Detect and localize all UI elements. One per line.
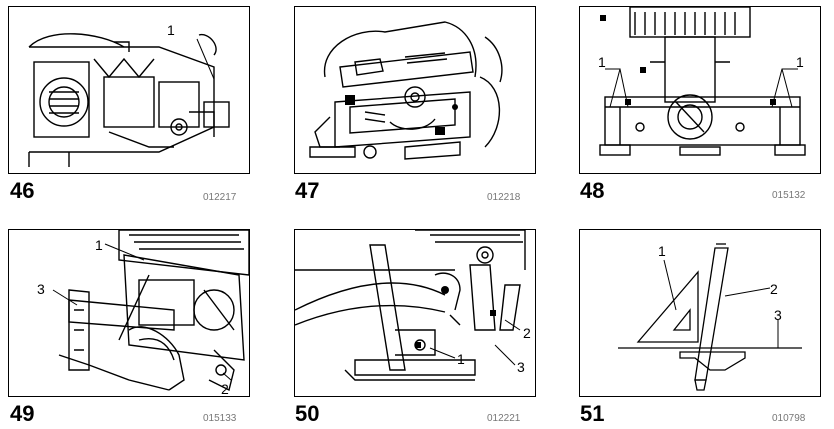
figure-48-callout-1a: 1 xyxy=(598,54,606,70)
figure-51-illustration xyxy=(618,243,802,391)
figure-47-illustration xyxy=(309,21,503,160)
figure-48-code: 015132 xyxy=(772,190,806,201)
figure-50-code: 012221 xyxy=(487,413,521,424)
figure-50-number: 50 xyxy=(295,401,320,426)
figure-50-callout-2: 2 xyxy=(523,325,531,341)
figure-49-illustration xyxy=(52,230,249,392)
figure-46-number: 46 xyxy=(10,178,35,203)
figure-50-panel: 2 1 3 xyxy=(294,229,536,397)
figure-49-callout-2: 2 xyxy=(221,381,229,397)
figure-47-code: 012218 xyxy=(487,192,521,203)
figure-51-callout-1: 1 xyxy=(658,243,666,259)
figure-48-panel: 1 1 xyxy=(579,6,821,174)
figure-48-illustration xyxy=(599,7,806,156)
figure-46-code: 012217 xyxy=(203,192,237,203)
figure-50-callout-3: 3 xyxy=(517,359,525,375)
figure-50-illustration xyxy=(295,230,526,381)
figure-46-callout-1: 1 xyxy=(167,22,175,38)
figure-48-callout-1b: 1 xyxy=(796,54,804,70)
figure-49-panel: 1 3 2 xyxy=(8,229,250,397)
figure-47-panel xyxy=(294,6,536,174)
figure-51-panel: 1 2 3 xyxy=(579,229,821,397)
figure-49-callout-1: 1 xyxy=(95,237,103,253)
figure-49-number: 49 xyxy=(10,401,35,426)
figure-50-callout-1: 1 xyxy=(457,351,465,367)
figure-51-callout-3: 3 xyxy=(774,307,782,323)
figure-47-number: 47 xyxy=(295,178,320,203)
figure-46-illustration xyxy=(28,33,230,167)
figure-51-number: 51 xyxy=(580,401,605,426)
figure-49-callout-3: 3 xyxy=(37,281,45,297)
figure-51-callout-2: 2 xyxy=(770,281,778,297)
figure-46-panel: 1 xyxy=(8,6,250,174)
figure-48-number: 48 xyxy=(580,178,605,203)
figure-51-code: 010798 xyxy=(772,413,806,424)
figure-49-code: 015133 xyxy=(203,413,237,424)
